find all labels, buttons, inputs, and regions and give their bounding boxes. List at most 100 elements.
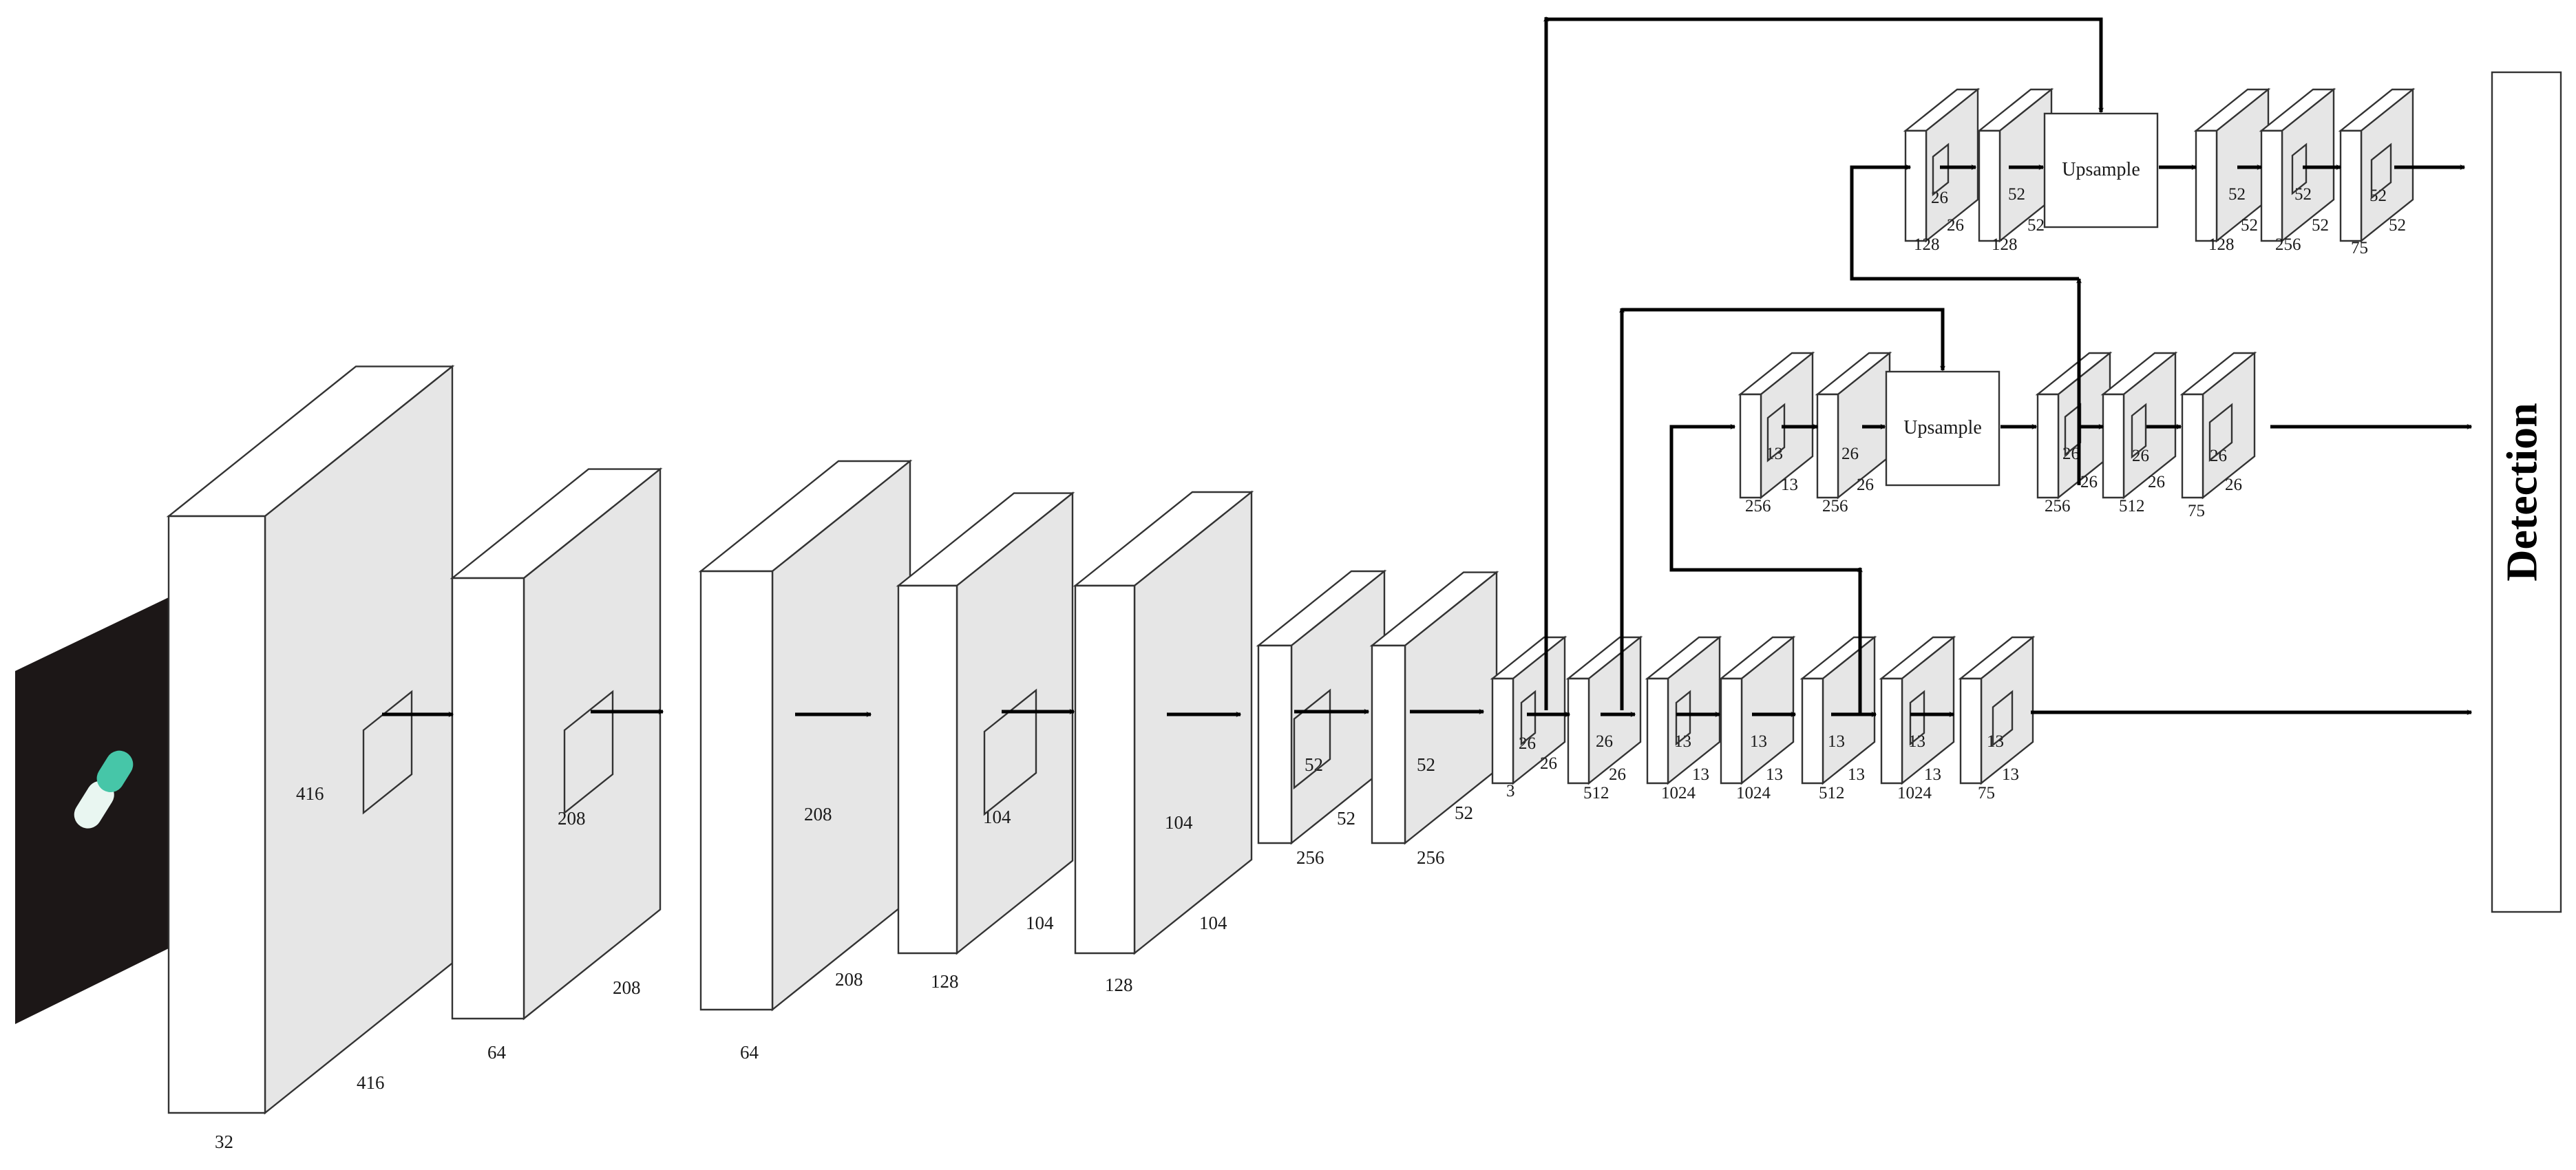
block-channels-label: 64 xyxy=(740,1042,759,1063)
upsample-box-mid-frame xyxy=(1885,370,2000,487)
upsample-label-top: Upsample xyxy=(2062,159,2140,180)
block-front-face xyxy=(2102,393,2125,499)
arrow-right-icon xyxy=(1669,427,1860,572)
kernel-window-t4 xyxy=(2291,142,2308,195)
block-height-label: 52 xyxy=(2008,185,2025,204)
kernel-window-b2 xyxy=(563,690,614,815)
kernel-window-b1 xyxy=(362,690,413,815)
capsule-teal-half xyxy=(96,750,134,793)
block-width-label: 104 xyxy=(1199,913,1227,933)
block-height-label: 104 xyxy=(983,807,1011,827)
kernel-window-m4 xyxy=(2131,403,2147,459)
block-width-label: 26 xyxy=(2225,476,2242,494)
block-front-face xyxy=(1880,677,1903,785)
block-height-label: 13 xyxy=(1828,732,1845,751)
block-front-face xyxy=(1978,129,2001,242)
block-front-face xyxy=(451,577,525,1020)
input-image xyxy=(15,597,169,1024)
capsule-icon xyxy=(74,750,134,829)
kernel-window-t5 xyxy=(2370,142,2392,200)
block-height-label: 104 xyxy=(1165,812,1193,833)
block-width-label: 26 xyxy=(1540,754,1557,773)
block-channels-label: 128 xyxy=(1105,975,1133,995)
block-front-face xyxy=(2260,129,2283,242)
kernel-window-t1 xyxy=(1932,142,1950,197)
block-width-label: 13 xyxy=(1766,765,1783,784)
block-width-label: 208 xyxy=(835,969,863,990)
arrow-down-icon xyxy=(1546,17,2101,112)
block-width-label: 104 xyxy=(1026,913,1054,933)
block-front-face xyxy=(1739,393,1762,499)
kernel-window-b13 xyxy=(1909,690,1925,746)
block-front-face xyxy=(1257,644,1293,844)
kernel-window-m1 xyxy=(1766,403,1786,462)
block-height-label: 52 xyxy=(1417,754,1435,775)
kernel-window-b4 xyxy=(983,688,1037,816)
block-channels-label: 75 xyxy=(2351,239,2368,257)
block-channels-label: 75 xyxy=(1978,784,1995,802)
kernel-window-m5 xyxy=(2208,403,2233,462)
block-channels-label: 3 xyxy=(1506,782,1515,800)
block-channels-label: 256 xyxy=(2275,235,2301,254)
capsule-light-half xyxy=(74,780,114,829)
block-channels-label: 1024 xyxy=(1661,784,1696,802)
block-channels-label: 128 xyxy=(1992,235,2018,254)
kernel-window-b6 xyxy=(1293,688,1331,790)
block-front-face xyxy=(2036,393,2060,499)
block-front-face xyxy=(2195,129,2218,242)
block-front-face xyxy=(167,515,266,1114)
block-front-face xyxy=(1801,677,1824,785)
block-height-label: 13 xyxy=(1987,732,2004,751)
block-front-face xyxy=(1074,584,1136,955)
block-channels-label: 256 xyxy=(1417,847,1445,868)
block-height-label: 26 xyxy=(2210,447,2227,465)
block-front-face xyxy=(1904,129,1928,242)
block-width-label: 26 xyxy=(2080,473,2098,491)
block-width-label: 13 xyxy=(2002,765,2019,784)
block-width-label: 13 xyxy=(1848,765,1865,784)
block-channels-label: 256 xyxy=(1296,847,1324,868)
block-front-face xyxy=(2339,129,2363,242)
block-front-face xyxy=(1491,677,1514,785)
block-width-label: 26 xyxy=(1609,765,1626,784)
upsample-box-mid: Upsample xyxy=(1885,370,2000,487)
block-height-label: 416 xyxy=(296,783,324,804)
block-channels-label: 128 xyxy=(1914,235,1940,254)
upsample-label-mid: Upsample xyxy=(1903,417,1982,438)
feature-map-block-m2: 256 26 26 xyxy=(1815,351,1892,515)
block-height-label: 52 xyxy=(2228,185,2246,204)
block-width-label: 13 xyxy=(1924,765,1941,784)
block-width-label: 52 xyxy=(1337,808,1355,829)
block-channels-label: 128 xyxy=(2208,235,2235,254)
block-width-label: 52 xyxy=(2389,216,2406,235)
block-front-face xyxy=(1646,677,1669,785)
kernel-window-b10 xyxy=(1675,690,1691,746)
block-width-label: 26 xyxy=(1947,216,1964,235)
arrow-down-icon xyxy=(1622,308,1943,370)
block-height-label: 52 xyxy=(2294,185,2312,204)
block-width-label: 52 xyxy=(1455,802,1473,823)
block-height-label: 26 xyxy=(1841,445,1859,463)
block-front-face xyxy=(1816,393,1839,499)
block-front-face xyxy=(897,584,958,955)
block-channels-label: 256 xyxy=(1822,497,1848,515)
upsample-box-top: Upsample xyxy=(2043,112,2159,228)
block-width-label: 26 xyxy=(1857,476,1874,494)
block-channels-label: 512 xyxy=(2119,497,2145,515)
block-width-label: 13 xyxy=(1692,765,1709,784)
